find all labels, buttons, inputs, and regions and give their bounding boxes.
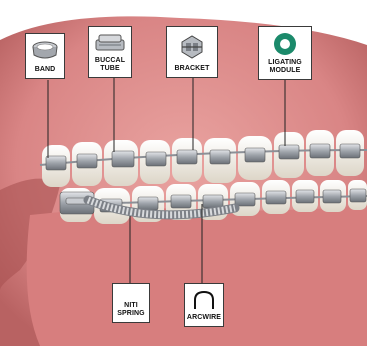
elastic-ring-icon bbox=[260, 29, 310, 59]
label-bracket-text: BRACKET bbox=[175, 65, 210, 73]
label-buccal-tube-text: BUCCAL TUBE bbox=[95, 57, 125, 73]
label-ligating-module: LIGATING MODULE bbox=[258, 26, 312, 80]
label-arcwire: ARCWIRE bbox=[184, 283, 224, 327]
label-bracket: BRACKET bbox=[166, 26, 218, 78]
label-niti-spring-text: NITI SPRING bbox=[117, 302, 144, 318]
label-ligating-module-text: LIGATING MODULE bbox=[268, 59, 302, 75]
label-niti-spring: NITI SPRING bbox=[112, 283, 150, 323]
arch-wire-icon bbox=[186, 286, 222, 314]
buccal-tube-icon bbox=[90, 29, 130, 57]
label-band: BAND bbox=[25, 33, 65, 79]
label-band-text: BAND bbox=[35, 66, 56, 74]
bracket-icon bbox=[168, 29, 216, 65]
metal-band-icon bbox=[27, 36, 63, 66]
label-arcwire-text: ARCWIRE bbox=[187, 314, 221, 322]
label-buccal-tube: BUCCAL TUBE bbox=[88, 26, 132, 78]
